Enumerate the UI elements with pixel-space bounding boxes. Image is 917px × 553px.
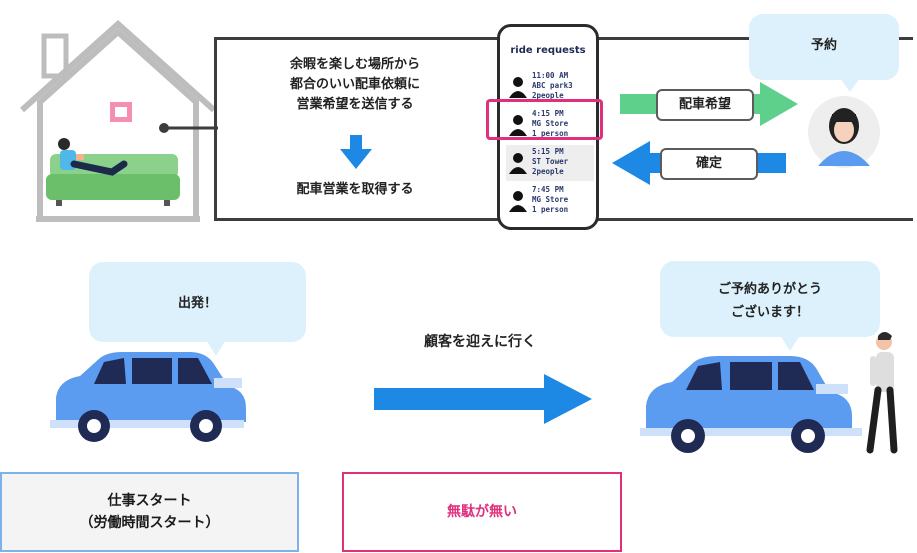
pickup-arrow-icon [374, 374, 592, 424]
request-place: MG Store [532, 119, 569, 128]
ride-request-row: 7:45 PM MG Store 1 person [506, 183, 594, 219]
customer-bubble-text: 予約 [810, 38, 837, 53]
person-icon [509, 191, 527, 212]
bubble-tail [780, 335, 800, 351]
ride-request-row: 5:15 PM ST Tower 2people [506, 145, 594, 181]
request-place: ABC park3 [532, 81, 573, 90]
house-illustration [19, 19, 217, 222]
confirm-label: 確定 [660, 148, 758, 180]
request-people: 1 person [532, 205, 569, 214]
customer-standing-illustration [866, 332, 898, 454]
request-label: 配車希望 [656, 89, 754, 121]
request-people: 2people [532, 167, 564, 176]
home-result: 配車営業を取得する [296, 182, 414, 197]
request-time: 5:15 PM [532, 147, 564, 156]
work-start-line-2: （労働時間スタート） [79, 515, 220, 531]
customer-avatar [808, 96, 880, 168]
phone-title: ride requests [510, 45, 586, 56]
pickup-caption: 顧客を迎えに行く [424, 334, 536, 350]
request-people: 1 person [532, 129, 569, 138]
request-time: 4:15 PM [532, 109, 564, 118]
person-icon [509, 77, 527, 98]
home-message: 余暇を楽しむ場所から 都合のいい配車依頼に 営業希望を送信する [255, 55, 455, 115]
home-message-line-3: 営業希望を送信する [296, 97, 414, 112]
person-icon [509, 153, 527, 174]
ride-request-row: 11:00 AM ABC park3 2people [506, 69, 594, 105]
car-illustration [640, 356, 862, 453]
ride-request-row-selected[interactable]: 4:15 PM MG Store 1 person [506, 107, 594, 143]
person-icon [509, 115, 527, 136]
no-waste-label: 無駄が無い [447, 504, 517, 520]
depart-bubble-text: 出発！ [177, 296, 217, 311]
request-place: MG Store [532, 195, 569, 204]
no-waste-box: 無駄が無い [342, 472, 622, 552]
down-arrow-icon [340, 135, 372, 169]
request-time: 11:00 AM [532, 71, 569, 80]
selected-request-highlight [486, 99, 603, 140]
greeting-line-1: ご予約ありがとう [717, 282, 822, 297]
request-people: 2people [532, 91, 564, 100]
request-time: 7:45 PM [532, 185, 564, 194]
work-start-line-1: 仕事スタート [107, 493, 192, 509]
home-message-line-2: 都合のいい配車依頼に [289, 77, 420, 92]
greeting-speech-bubble: ご予約ありがとう ございます！ [660, 261, 880, 337]
cable-connector-icon [159, 123, 218, 133]
car-illustration [50, 352, 246, 442]
customer-speech-bubble: 予約 [749, 14, 899, 80]
phone-illustration: ride requests 11:00 AM ABC park3 2people… [497, 24, 599, 230]
bubble-tail [840, 78, 860, 92]
bubble-tail [206, 340, 226, 356]
home-message-line-1: 余暇を楽しむ場所から [289, 57, 420, 72]
depart-speech-bubble: 出発！ [89, 262, 306, 342]
request-place: ST Tower [532, 157, 569, 166]
greeting-line-2: ございます！ [730, 305, 809, 320]
work-start-box: 仕事スタート （労働時間スタート） [0, 472, 299, 552]
